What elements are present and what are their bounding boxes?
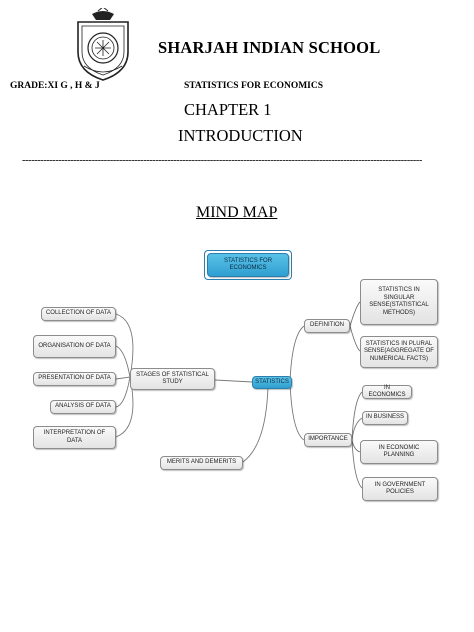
- subject-label: STATISTICS FOR ECONOMICS: [184, 81, 324, 91]
- dashed-separator: ----------------------------------------…: [22, 155, 422, 166]
- merits-node: MERITS AND DEMERITS: [160, 456, 243, 470]
- stage-item: ANALYSIS OF DATA: [50, 400, 116, 414]
- importance-item: IN ECONOMICS: [362, 385, 412, 399]
- importance-item: IN ECONOMIC PLANNING: [360, 440, 438, 464]
- definition-node: DEFINITION: [304, 319, 350, 333]
- school-emblem-logo: [77, 8, 129, 81]
- grade-label: GRADE:XI G , H & J: [10, 81, 100, 91]
- stage-item: ORGANISATION OF DATA: [33, 335, 116, 358]
- school-name: SHARJAH INDIAN SCHOOL: [158, 38, 381, 57]
- root-node: STATISTICS FOR ECONOMICS: [207, 253, 289, 277]
- mind-map-heading: MIND MAP: [196, 204, 278, 221]
- mind-map-diagram: STATISTICS FOR ECONOMICS STATISTICS STAG…: [0, 240, 474, 540]
- stages-node: STAGES OF STATISTICAL STUDY: [130, 368, 215, 390]
- mind-map-connectors: [115, 301, 363, 489]
- chapter-number: CHAPTER 1: [184, 100, 272, 119]
- importance-node: IMPORTANCE: [304, 433, 352, 447]
- importance-item: IN GOVERNMENT POLICIES: [362, 477, 438, 501]
- stage-item: INTERPRETATION OF DATA: [33, 426, 116, 449]
- definition-item: STATISTICS IN SINGULAR SENSE(STATISTICAL…: [360, 279, 438, 325]
- stage-item: PRESENTATION OF DATA: [33, 372, 116, 386]
- chapter-title: INTRODUCTION: [178, 126, 303, 145]
- definition-item: STATISTICS IN PLURAL SENSE(AGGREGATE OF …: [360, 336, 438, 368]
- stage-item: COLLECTION OF DATA: [41, 307, 116, 321]
- center-node: STATISTICS: [252, 376, 292, 389]
- importance-item: IN BUSINESS: [362, 411, 408, 425]
